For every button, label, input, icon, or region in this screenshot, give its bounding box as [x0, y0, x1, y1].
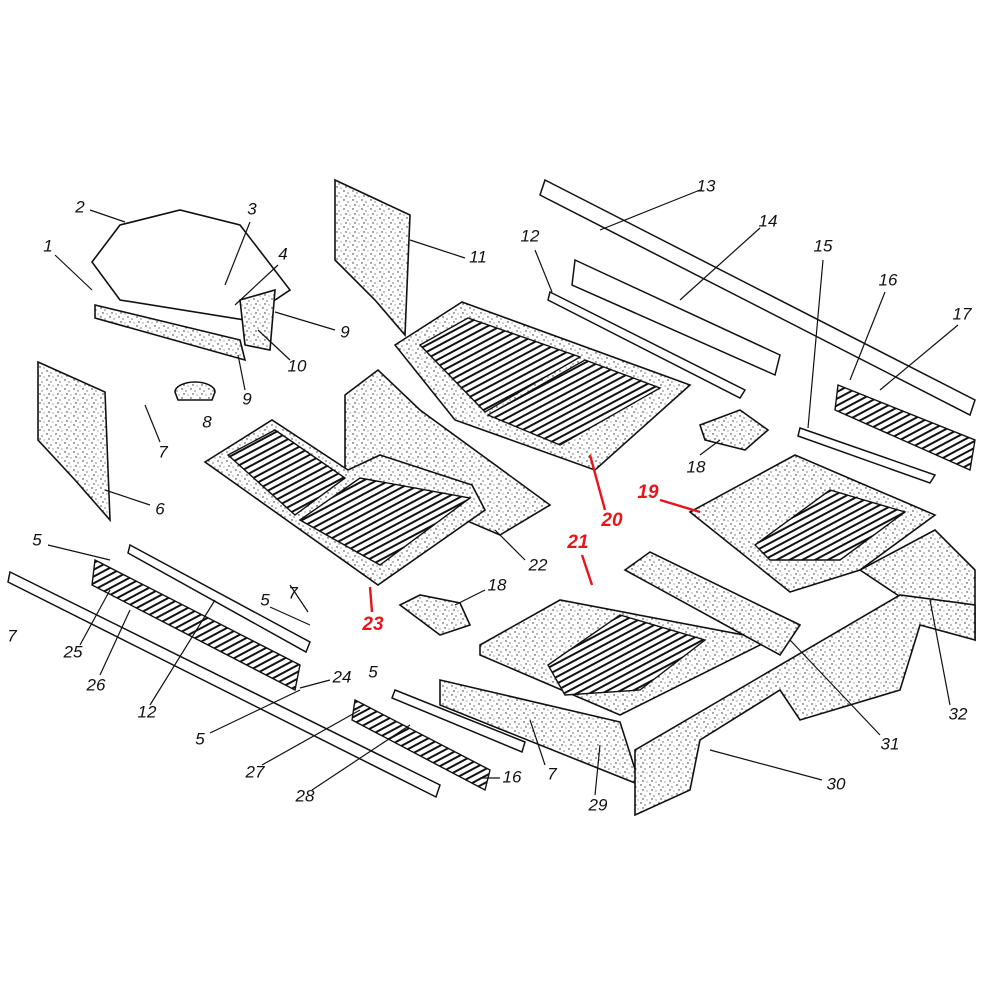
- label-9: 9: [340, 322, 350, 341]
- label-13: 13: [697, 176, 716, 195]
- part-31-roll: [623, 551, 802, 657]
- part-12-strip: [547, 290, 747, 399]
- part-21-rear-mat: [479, 599, 773, 716]
- label-7: 7: [158, 442, 168, 461]
- label-18b: 18: [488, 575, 507, 594]
- label-11: 11: [469, 247, 487, 266]
- label-5c: 5: [195, 729, 205, 748]
- label-5: 5: [32, 530, 42, 549]
- label-17: 17: [953, 304, 972, 323]
- label-22: 22: [528, 555, 548, 574]
- part-27-strip: [391, 689, 526, 754]
- label-18: 18: [687, 457, 706, 476]
- label-29: 29: [588, 795, 608, 814]
- part-6-side-panel: [37, 360, 111, 523]
- part-labels: 1 2 3 4 9 10 9 8 7 6 11 12 13 14 15 16 1…: [7, 176, 972, 814]
- label-1: 1: [43, 236, 52, 255]
- part-14-sill-plate: [571, 258, 781, 377]
- leader-lines: [47, 189, 959, 796]
- label-28: 28: [295, 786, 315, 805]
- label-12: 12: [521, 226, 540, 245]
- label-26: 26: [86, 675, 106, 694]
- label-24: 24: [332, 667, 352, 686]
- part-11-side-panel: [334, 178, 411, 338]
- label-23: 23: [361, 614, 384, 635]
- label-32: 32: [949, 704, 968, 723]
- label-5d: 5: [368, 662, 378, 681]
- part-20-front-mat: [393, 301, 692, 471]
- part-12-lower-strip: [127, 543, 311, 654]
- part-13-rail: [539, 178, 976, 417]
- label-6: 6: [155, 499, 165, 518]
- part-16-17-sill: [834, 384, 976, 472]
- part-15-strip: [797, 427, 937, 484]
- label-16: 16: [879, 270, 898, 289]
- label-9b: 9: [242, 389, 252, 408]
- label-21: 21: [566, 532, 588, 553]
- label-19: 19: [637, 482, 659, 503]
- label-10: 10: [288, 356, 307, 375]
- part-18-patch: [698, 409, 770, 451]
- part-8-cap: [174, 381, 216, 401]
- label-12b: 12: [138, 702, 157, 721]
- label-3: 3: [247, 199, 257, 218]
- part-23-front-mat: [203, 419, 487, 586]
- label-2: 2: [74, 197, 85, 216]
- label-20: 20: [600, 510, 623, 531]
- label-7d: 7: [547, 764, 557, 783]
- label-15: 15: [814, 236, 833, 255]
- label-7c: 7: [7, 626, 17, 645]
- part-30-wheelhouse-trim: [634, 594, 976, 817]
- label-4: 4: [278, 244, 287, 263]
- part-25-rod: [7, 570, 441, 799]
- label-25: 25: [63, 642, 83, 661]
- label-31: 31: [881, 734, 900, 753]
- label-27: 27: [245, 762, 265, 781]
- part-2-cowl-panel: [91, 209, 292, 362]
- part-19-rear-mat: [688, 454, 937, 593]
- label-30: 30: [827, 774, 846, 793]
- label-5b: 5: [260, 590, 270, 609]
- label-16b: 16: [503, 767, 522, 786]
- label-8: 8: [202, 412, 212, 431]
- part-18-patch-lower: [398, 594, 472, 636]
- label-14: 14: [759, 211, 778, 230]
- label-7b: 7: [288, 583, 298, 602]
- part-26-sill-plate: [91, 558, 301, 692]
